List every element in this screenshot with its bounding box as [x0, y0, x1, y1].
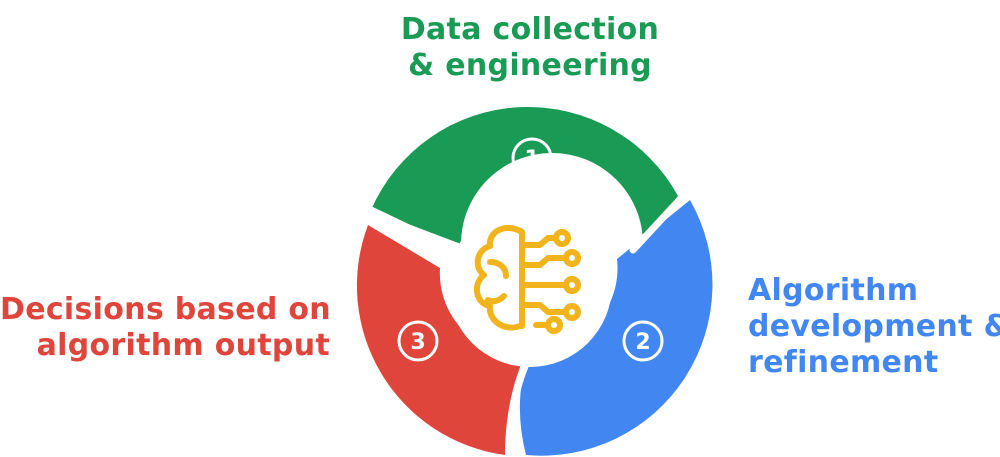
brain-circuit-icon — [473, 225, 581, 334]
step-1-segment — [371, 106, 678, 245]
step-2-number: 2 — [635, 330, 650, 355]
step-1-label: Data collection & engineering — [300, 12, 760, 84]
step-3-segment — [356, 225, 525, 455]
step-1-label-line2: & engineering — [408, 48, 652, 83]
step-1-badge: 1 — [511, 137, 553, 179]
step-1-label-line1: Data collection — [400, 12, 660, 47]
step-2-label: Algorithm development & refinement — [748, 273, 1000, 381]
step-2-label-line3: refinement — [748, 345, 939, 380]
step-3-label-line2: algorithm output — [36, 328, 330, 363]
step-3-badge: 3 — [397, 320, 439, 362]
step-2-label-line2: development & — [748, 309, 1000, 344]
step-3-label: Decisions based on algorithm output — [0, 292, 331, 364]
step-2-badge: 2 — [622, 320, 664, 362]
step-2-label-line1: Algorithm — [748, 273, 919, 308]
step-2-segment — [519, 200, 713, 456]
step-1-number: 1 — [524, 147, 539, 172]
step-3-label-line1: Decisions based on — [0, 292, 331, 327]
step-3-number: 3 — [410, 330, 425, 355]
